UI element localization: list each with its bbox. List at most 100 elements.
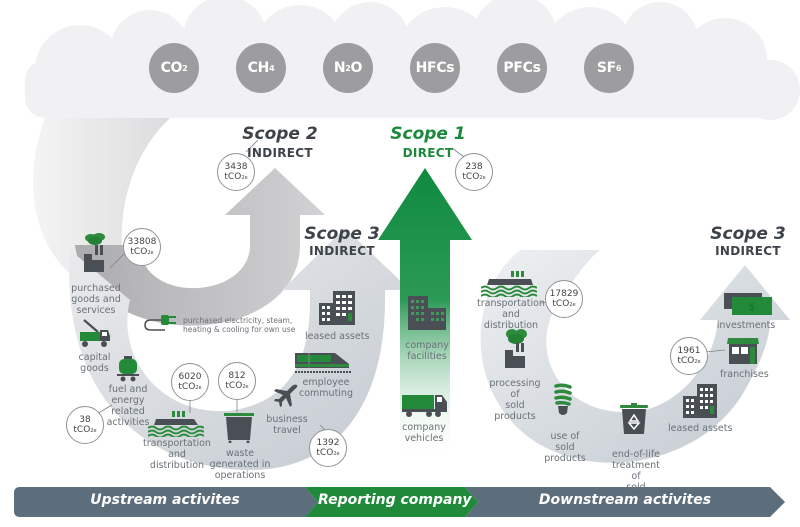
ship-icon <box>148 411 204 437</box>
gas-subscript: 2 <box>345 63 351 73</box>
emission-value: 238 <box>465 161 483 172</box>
emission-unit: tCO2e <box>178 381 202 392</box>
purchased-goods-emission-bubble: 33808 tCO2e <box>123 228 161 266</box>
gas-hfcs: HFCs <box>410 43 460 93</box>
emission-unit: tCO2e <box>73 424 97 435</box>
emission-value: 812 <box>228 370 246 381</box>
gas-label-tail: O <box>350 60 363 76</box>
waste-emission-bubble: 812 tCO2e <box>218 362 256 400</box>
gas-label: N <box>333 60 346 76</box>
upstream-leased-assets-label: leased assets <box>305 331 370 342</box>
use-sold-products-label: use of sold products <box>544 431 586 464</box>
emission-value: 38 <box>79 414 91 425</box>
upstream-activities-label: Upstream activites <box>90 492 240 508</box>
franchises-label: franchises <box>720 369 769 380</box>
fuel-energy-label: fuel and energy related activities <box>106 384 150 428</box>
scope2-subtitle: INDIRECT <box>247 146 313 160</box>
emission-unit: tCO2e <box>224 171 248 182</box>
business-travel-label: business travel <box>266 414 308 436</box>
building-icon <box>319 291 355 325</box>
scope2-loop-back <box>33 118 170 305</box>
emission-value: 1961 <box>677 345 701 356</box>
investments-label: investments <box>716 320 776 331</box>
airplane-icon <box>274 384 298 407</box>
storefront-icon <box>727 338 759 364</box>
scope3-downstream-subtitle: INDIRECT <box>715 244 781 258</box>
scope1-title: Scope 1 <box>390 124 466 144</box>
upstream-transport-label: transportation and distribution <box>143 438 211 471</box>
crane-truck-icon <box>80 319 110 347</box>
emission-value: 33808 <box>127 236 157 247</box>
scope3-upstream-subtitle: INDIRECT <box>309 244 375 258</box>
reporting-company-label: Reporting company <box>318 492 472 508</box>
downstream-transport-emission-bubble: 17829 tCO2e <box>545 280 583 318</box>
emission-value: 3438 <box>224 161 248 172</box>
cloud-band <box>25 0 800 120</box>
emission-value: 6020 <box>178 371 202 382</box>
building-icon <box>683 384 717 418</box>
emission-value: 1392 <box>316 437 340 448</box>
bar-downstream-segment <box>465 487 785 517</box>
emission-value: 17829 <box>549 288 579 299</box>
emission-unit: tCO2e <box>552 298 576 309</box>
scope2-arrow <box>75 168 325 326</box>
emission-unit: tCO2e <box>316 447 340 458</box>
waste-label: waste generated in operations <box>209 448 271 481</box>
gas-label: CO <box>160 60 183 76</box>
scope2-title: Scope 2 <box>242 124 318 144</box>
employee-commuting-label: employee commuting <box>299 377 353 399</box>
gas-label: HFCs <box>415 60 455 76</box>
gas-pfcs: PFCs <box>497 43 547 93</box>
truck-icon <box>402 395 447 417</box>
scope3-upstream-title: Scope 3 <box>304 224 380 244</box>
company-vehicles-label: company vehicles <box>402 422 446 444</box>
dumpster-icon <box>224 413 254 443</box>
gas-subscript: 6 <box>615 63 622 73</box>
scope3-downstream-title: Scope 3 <box>710 224 786 244</box>
recycle-bin-icon <box>620 403 648 434</box>
scope3-upstream-arrow <box>69 228 411 470</box>
scope2-electricity-label: purchased electricity, steam, heating & … <box>183 316 296 334</box>
scope1-emission-bubble: 238 tCO2e <box>455 153 493 191</box>
factory-icon <box>84 233 105 272</box>
upstream-transport-emission-bubble: 6020 tCO2e <box>171 363 209 401</box>
purchased-goods-label: purchased goods and services <box>71 283 121 316</box>
scope1-subtitle: DIRECT <box>402 146 454 160</box>
ship-icon <box>481 271 537 297</box>
fuel-energy-emission-bubble: 38 tCO2e <box>66 406 104 444</box>
franchises-emission-bubble: 1961 tCO2e <box>670 337 708 375</box>
downstream-transport-label: transportation and distribution <box>477 298 545 331</box>
downstream-leased-assets-label: leased assets <box>668 423 733 434</box>
scope2-emission-bubble: 3438 tCO2e <box>217 153 255 191</box>
company-facilities-label: company facilities <box>405 340 449 362</box>
gas-subscript: 4 <box>269 63 275 73</box>
svg-text:$: $ <box>749 302 755 313</box>
lightbulb-icon <box>554 383 572 415</box>
factory-icon <box>505 329 527 368</box>
gas-subscript: 2 <box>182 63 188 73</box>
downstream-activities-label: Downstream activites <box>538 492 712 508</box>
gas-label: SF <box>596 60 616 76</box>
fuel-tank-icon <box>117 356 139 382</box>
capital-goods-label: capital goods <box>78 352 111 374</box>
emission-unit: tCO2e <box>130 246 154 257</box>
processing-sold-products-label: processing of sold products <box>489 378 541 422</box>
train-icon <box>295 353 351 373</box>
money-icon: $ <box>724 293 772 315</box>
bar-upstream-segment <box>14 487 318 517</box>
emission-unit: tCO2e <box>677 355 701 366</box>
building-icon <box>408 296 446 330</box>
end-of-life-label: end-of-life treatment of sold products <box>611 449 661 504</box>
gas-label: CH <box>247 60 270 76</box>
emission-unit: tCO2e <box>462 171 486 182</box>
plug-icon <box>144 315 176 331</box>
emission-unit: tCO2e <box>225 380 249 391</box>
business-travel-emission-bubble: 1392 tCO2e <box>309 429 347 467</box>
bar-reporting-segment <box>305 487 478 517</box>
